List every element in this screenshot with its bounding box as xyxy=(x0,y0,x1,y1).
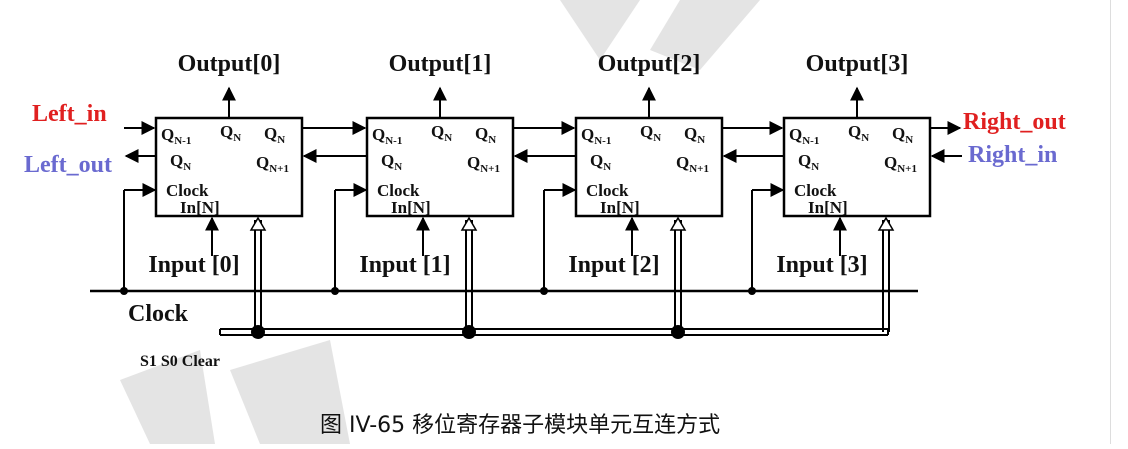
clock-bus-label: Clock xyxy=(128,301,189,327)
output-label: Output[2] xyxy=(598,51,701,77)
pin-q-n-right: QN xyxy=(892,124,913,146)
control-junction-dot xyxy=(251,325,265,339)
pin-clock-label: Clock xyxy=(377,181,420,200)
watermark-stroke xyxy=(650,0,760,70)
pin-q-n-minus-1: QN-1 xyxy=(161,125,191,147)
pin-q-n-plus-1: QN+1 xyxy=(884,153,917,175)
pin-q-n-left: QN xyxy=(381,151,402,173)
pin-q-n-minus-1: QN-1 xyxy=(372,125,402,147)
input-label: Input [2] xyxy=(568,252,659,278)
control-hollow-arrowhead xyxy=(460,216,478,231)
pin-q-n-minus-1: QN-1 xyxy=(581,125,611,147)
right-out-label: Right_out xyxy=(963,109,1066,135)
pin-clock-label: Clock xyxy=(166,181,209,200)
page-edge xyxy=(1110,0,1111,444)
pin-q-n-top: QN xyxy=(431,122,452,144)
pin-q-n-top: QN xyxy=(848,122,869,144)
watermark-stroke xyxy=(230,340,350,444)
input-label: Input [1] xyxy=(359,252,450,278)
control-bus-label: S1 S0 Clear xyxy=(140,353,220,370)
pin-q-n-right: QN xyxy=(684,124,705,146)
watermark xyxy=(120,0,760,444)
control-hollow-arrowhead xyxy=(669,216,687,231)
pin-in-label: In[N] xyxy=(391,198,431,217)
output-label: Output[3] xyxy=(806,51,909,77)
pin-q-n-left: QN xyxy=(170,151,191,173)
pin-q-n-top: QN xyxy=(220,122,241,144)
register-cell-box xyxy=(574,116,724,218)
output-label: Output[0] xyxy=(178,51,281,77)
pin-q-n-left: QN xyxy=(590,151,611,173)
pin-q-n-minus-1: QN-1 xyxy=(789,125,819,147)
pin-clock-label: Clock xyxy=(586,181,629,200)
pin-clock-label: Clock xyxy=(794,181,837,200)
pin-q-n-right: QN xyxy=(475,124,496,146)
pin-q-n-left: QN xyxy=(798,151,819,173)
input-label: Input [3] xyxy=(776,252,867,278)
watermark-stroke xyxy=(560,0,640,60)
pin-q-n-plus-1: QN+1 xyxy=(676,153,709,175)
register-cell-box xyxy=(154,116,304,218)
watermark-stroke xyxy=(120,350,215,444)
control-junction-dot xyxy=(671,325,685,339)
control-hollow-arrowhead xyxy=(249,216,267,231)
control-hollow-arrowhead xyxy=(877,216,895,231)
pin-q-n-plus-1: QN+1 xyxy=(256,153,289,175)
left-in-label: Left_in xyxy=(32,101,107,127)
output-label: Output[1] xyxy=(389,51,492,77)
pin-in-label: In[N] xyxy=(808,198,848,217)
pin-q-n-top: QN xyxy=(640,122,661,144)
pin-in-label: In[N] xyxy=(180,198,220,217)
control-junction-dot xyxy=(462,325,476,339)
input-label: Input [0] xyxy=(148,252,239,278)
figure-caption: 图 IV-65 移位寄存器子模块单元互连方式 xyxy=(320,413,720,438)
right-in-label: Right_in xyxy=(968,142,1057,168)
pin-q-n-plus-1: QN+1 xyxy=(467,153,500,175)
pin-q-n-right: QN xyxy=(264,124,285,146)
pin-in-label: In[N] xyxy=(600,198,640,217)
left-out-label: Left_out xyxy=(24,152,112,178)
register-cell-box xyxy=(782,116,932,218)
